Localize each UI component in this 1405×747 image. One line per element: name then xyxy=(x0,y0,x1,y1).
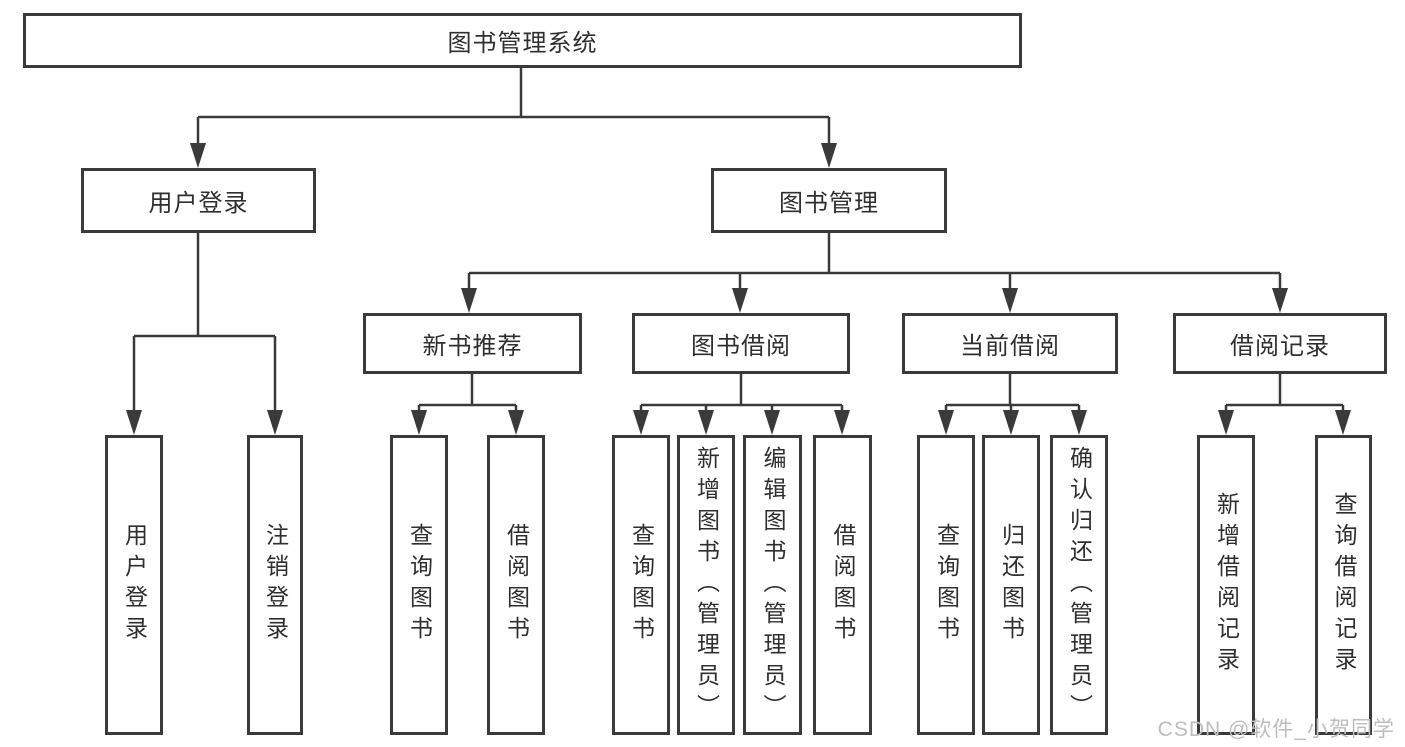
arrow-down-icon xyxy=(267,410,283,435)
leaf-borrow-edit-admin: 编辑图书（管理员） xyxy=(743,435,802,735)
arrow-down-icon xyxy=(834,410,850,435)
arrow-down-icon xyxy=(821,143,837,168)
leaf-user-login-label: 用户登录 xyxy=(121,523,148,647)
arrow-down-icon xyxy=(190,143,206,168)
leaf-record-query: 查询借阅记录 xyxy=(1315,435,1372,735)
node-user-login-label: 用户登录 xyxy=(148,190,249,217)
leaf-current-return-label: 归还图书 xyxy=(998,523,1025,647)
node-new-book-recommend: 新书推荐 xyxy=(363,313,582,374)
leaf-borrow-book-label: 借阅图书 xyxy=(830,523,856,647)
arrow-down-icon xyxy=(938,410,954,435)
arrow-down-icon xyxy=(1335,410,1351,435)
arrow-down-icon xyxy=(764,410,780,435)
node-borrow-record-label: 借阅记录 xyxy=(1230,333,1330,360)
leaf-record-add-label: 新增借阅记录 xyxy=(1213,492,1240,678)
leaf-newbook-query-label: 查询图书 xyxy=(406,523,433,647)
node-current-borrow-label: 当前借阅 xyxy=(960,333,1060,360)
edge-root-to-level2 xyxy=(196,68,831,146)
arrow-down-icon xyxy=(633,410,649,435)
leaf-logout-label: 注销登录 xyxy=(262,523,289,647)
leaf-logout: 注销登录 xyxy=(247,435,303,735)
arrow-down-icon xyxy=(732,288,748,313)
leaf-current-confirm-admin: 确认归还（管理员） xyxy=(1050,435,1108,735)
arrow-down-icon xyxy=(1218,410,1234,435)
leaf-current-return: 归还图书 xyxy=(982,435,1040,735)
arrow-down-icon xyxy=(508,410,524,435)
edge-borrow-to-leaves xyxy=(639,374,844,414)
leaf-borrow-add-admin-label: 新增图书（管理员） xyxy=(693,445,720,725)
arrow-down-icon xyxy=(1003,410,1019,435)
node-new-book-recommend-label: 新书推荐 xyxy=(422,333,523,360)
leaf-borrow-add-admin: 新增图书（管理员） xyxy=(677,435,735,735)
leaf-record-query-label: 查询借阅记录 xyxy=(1331,492,1357,678)
leaf-newbook-query: 查询图书 xyxy=(390,435,448,735)
arrow-down-icon xyxy=(411,410,427,435)
arrowhead-group xyxy=(126,143,1351,435)
leaf-borrow-query-label: 查询图书 xyxy=(628,523,655,647)
arrow-down-icon xyxy=(698,410,714,435)
node-book-management-label: 图书管理 xyxy=(779,190,879,217)
edge-current-to-leaves xyxy=(944,374,1081,414)
node-root-label: 图书管理系统 xyxy=(447,30,598,57)
node-borrow-record: 借阅记录 xyxy=(1173,313,1387,374)
arrow-down-icon xyxy=(1002,288,1018,313)
leaf-current-query-label: 查询图书 xyxy=(933,523,960,647)
edge-userlogin-to-leaves xyxy=(132,233,277,413)
arrow-down-icon xyxy=(1071,410,1087,435)
node-user-login: 用户登录 xyxy=(81,168,316,233)
leaf-newbook-borrow: 借阅图书 xyxy=(487,435,545,735)
leaf-current-confirm-admin-label: 确认归还（管理员） xyxy=(1066,445,1093,725)
edge-newbook-to-leaves xyxy=(417,374,518,414)
node-book-borrow-label: 图书借阅 xyxy=(691,333,791,360)
csdn-watermark: CSDN @软件_小贺同学 xyxy=(1157,718,1395,741)
arrow-down-icon xyxy=(461,288,477,313)
leaf-newbook-borrow-label: 借阅图书 xyxy=(503,523,530,647)
leaf-record-add: 新增借阅记录 xyxy=(1197,435,1255,735)
leaf-borrow-query: 查询图书 xyxy=(612,435,670,735)
arrow-down-icon xyxy=(1272,288,1288,313)
arrow-down-icon xyxy=(126,410,142,435)
edge-bookmgmt-to-level3 xyxy=(467,233,1282,291)
node-book-management: 图书管理 xyxy=(711,168,947,233)
node-current-borrow: 当前借阅 xyxy=(902,313,1118,374)
node-root: 图书管理系统 xyxy=(23,13,1022,68)
edge-record-to-leaves xyxy=(1224,374,1345,414)
leaf-current-query: 查询图书 xyxy=(917,435,975,735)
leaf-user-login: 用户登录 xyxy=(105,435,163,735)
node-book-borrow: 图书借阅 xyxy=(632,313,850,374)
leaf-borrow-book: 借阅图书 xyxy=(813,435,872,735)
leaf-borrow-edit-admin-label: 编辑图书（管理员） xyxy=(760,445,786,725)
